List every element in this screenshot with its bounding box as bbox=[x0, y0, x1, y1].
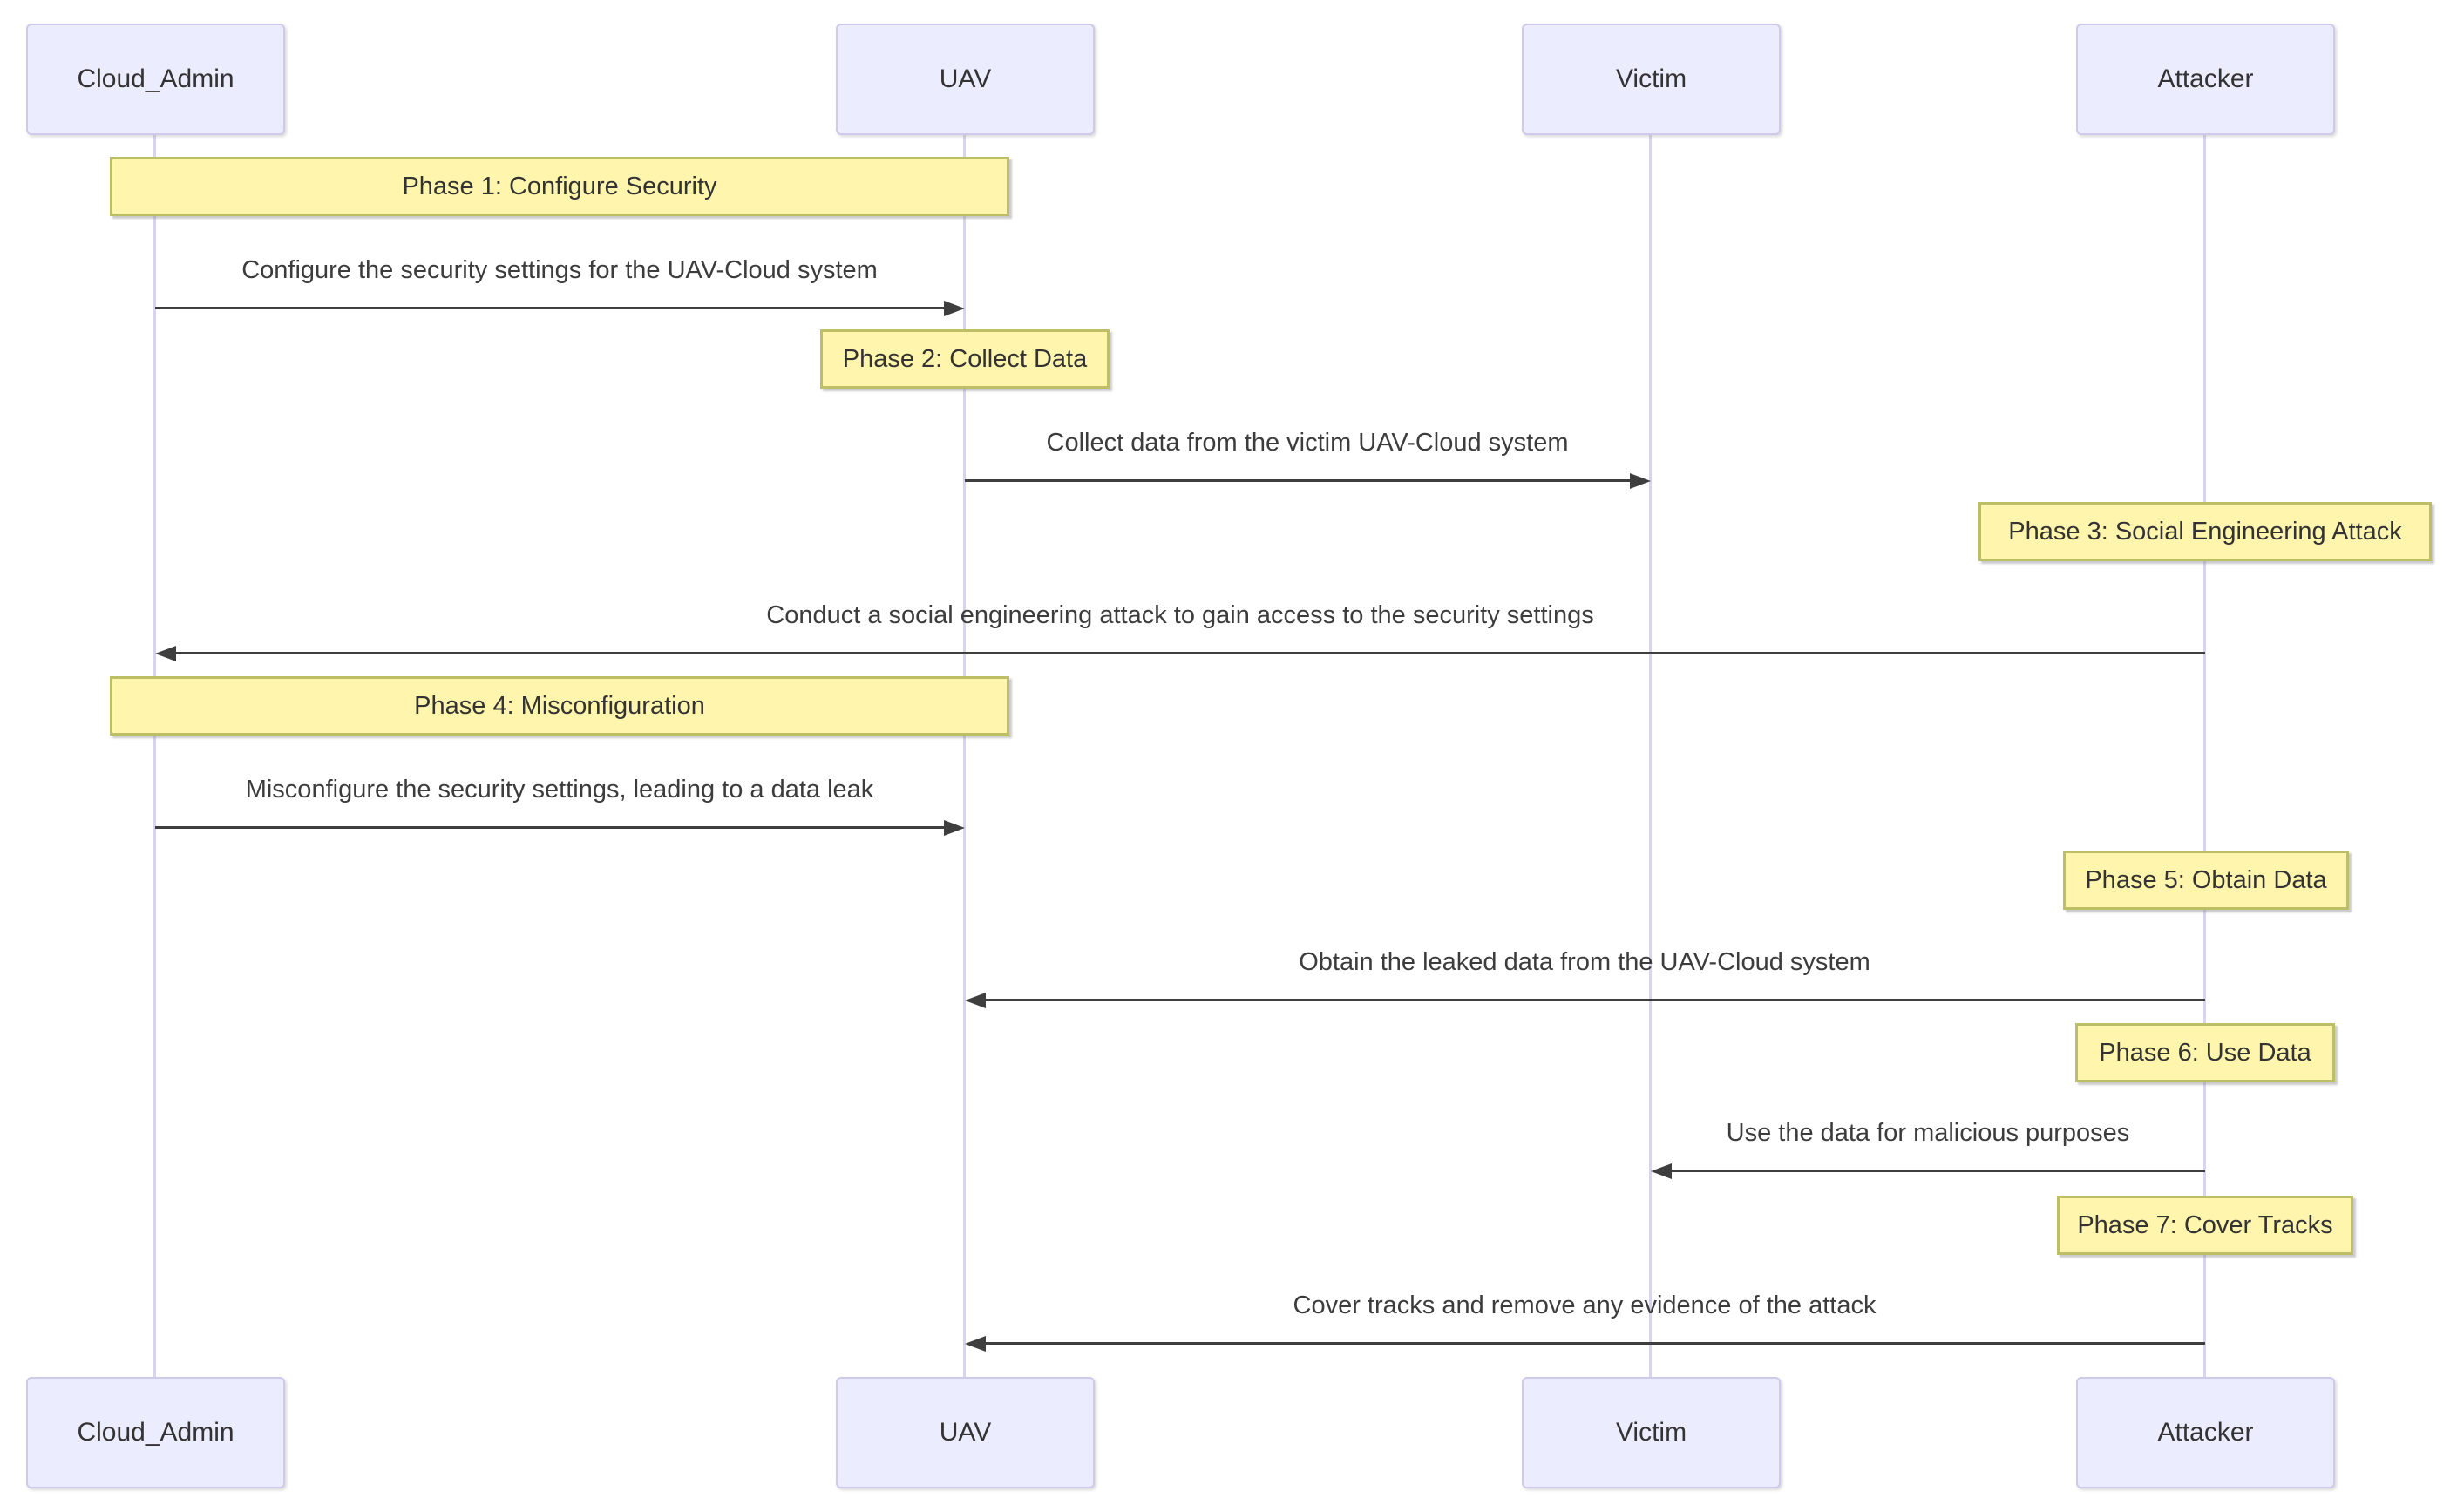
message-7-line bbox=[984, 1342, 2205, 1345]
note-phase-7-label: Phase 7: Cover Tracks bbox=[2077, 1210, 2333, 1239]
note-phase-4-label: Phase 4: Misconfiguration bbox=[414, 691, 705, 720]
note-phase-2: Phase 2: Collect Data bbox=[820, 329, 1110, 389]
message-1-line bbox=[155, 307, 946, 309]
message-1-label: Configure the security settings for the … bbox=[241, 256, 878, 284]
message-3-arrowhead-icon bbox=[155, 646, 176, 661]
message-6-arrowhead-icon bbox=[1651, 1163, 1672, 1179]
message-2-arrowhead-icon bbox=[1630, 473, 1651, 489]
actor-box-uav-bottom: UAV bbox=[836, 1377, 1095, 1488]
actor-box-victim-top: Victim bbox=[1522, 24, 1781, 135]
message-6-line bbox=[1670, 1170, 2205, 1172]
actor-label-uav: UAV bbox=[939, 1418, 992, 1447]
note-phase-5-label: Phase 5: Obtain Data bbox=[2085, 865, 2327, 894]
message-5-arrowhead-icon bbox=[965, 993, 986, 1008]
note-phase-4: Phase 4: Misconfiguration bbox=[110, 676, 1009, 736]
message-2-label: Collect data from the victim UAV-Cloud s… bbox=[1046, 429, 1569, 457]
message-4-line bbox=[155, 826, 946, 829]
actor-box-uav-top: UAV bbox=[836, 24, 1095, 135]
actor-label-cloud-admin: Cloud_Admin bbox=[77, 1418, 234, 1447]
actor-label-attacker: Attacker bbox=[2157, 64, 2254, 93]
message-7-label: Cover tracks and remove any evidence of … bbox=[1293, 1292, 1877, 1319]
lifeline-attacker bbox=[2203, 135, 2206, 1377]
actor-box-attacker-bottom: Attacker bbox=[2076, 1377, 2335, 1488]
message-4-label: Misconfigure the security settings, lead… bbox=[245, 776, 874, 803]
message-1-arrowhead-icon bbox=[944, 301, 965, 316]
note-phase-6-label: Phase 6: Use Data bbox=[2099, 1038, 2311, 1067]
message-4-arrowhead-icon bbox=[944, 820, 965, 836]
note-phase-1-label: Phase 1: Configure Security bbox=[402, 172, 717, 200]
note-phase-1: Phase 1: Configure Security bbox=[110, 157, 1009, 216]
actor-label-victim: Victim bbox=[1615, 64, 1687, 93]
note-phase-6: Phase 6: Use Data bbox=[2075, 1023, 2335, 1082]
message-7-arrowhead-icon bbox=[965, 1336, 986, 1352]
actor-box-victim-bottom: Victim bbox=[1522, 1377, 1781, 1488]
message-2-line bbox=[965, 479, 1632, 482]
actor-box-cloud-admin-top: Cloud_Admin bbox=[26, 24, 285, 135]
message-6-label: Use the data for malicious purposes bbox=[1726, 1119, 2130, 1147]
message-5-line bbox=[984, 999, 2205, 1001]
lifeline-cloud-admin bbox=[153, 135, 156, 1377]
message-3-line bbox=[174, 652, 2205, 654]
actor-label-cloud-admin: Cloud_Admin bbox=[77, 64, 234, 93]
lifeline-victim bbox=[1649, 135, 1652, 1377]
actor-label-attacker: Attacker bbox=[2157, 1418, 2254, 1447]
message-3-label: Conduct a social engineering attack to g… bbox=[766, 601, 1594, 629]
actor-box-cloud-admin-bottom: Cloud_Admin bbox=[26, 1377, 285, 1488]
note-phase-5: Phase 5: Obtain Data bbox=[2063, 851, 2349, 910]
actor-label-uav: UAV bbox=[939, 64, 992, 93]
note-phase-7: Phase 7: Cover Tracks bbox=[2057, 1196, 2353, 1255]
note-phase-3-label: Phase 3: Social Engineering Attack bbox=[2008, 517, 2402, 546]
message-5-label: Obtain the leaked data from the UAV-Clou… bbox=[1299, 948, 1870, 976]
actor-label-victim: Victim bbox=[1615, 1418, 1687, 1447]
lifeline-uav bbox=[963, 135, 966, 1377]
note-phase-2-label: Phase 2: Collect Data bbox=[842, 344, 1088, 373]
actor-box-attacker-top: Attacker bbox=[2076, 24, 2335, 135]
note-phase-3: Phase 3: Social Engineering Attack bbox=[1978, 502, 2432, 561]
